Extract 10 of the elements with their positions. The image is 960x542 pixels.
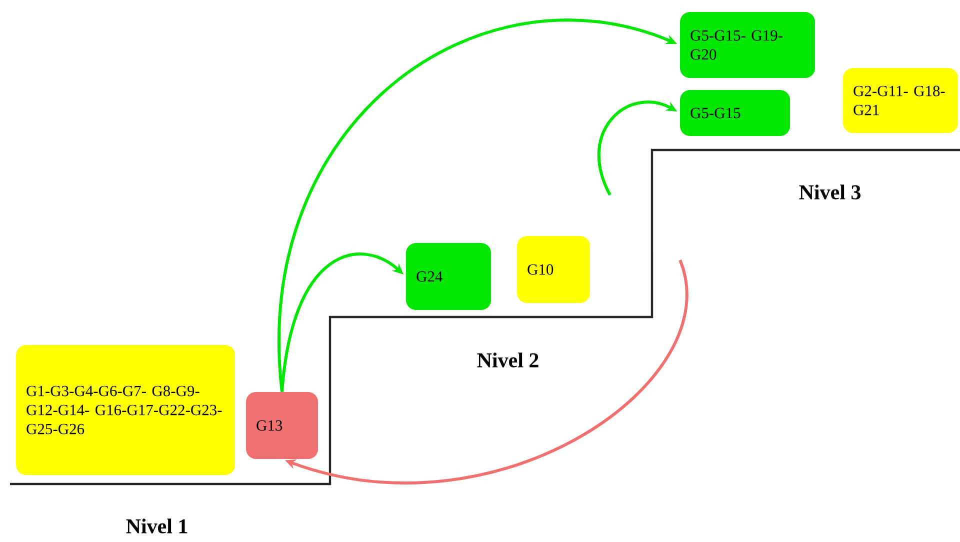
- level-label: Nivel 1: [126, 518, 188, 534]
- group-box: G2-G11- G18-G21: [843, 68, 958, 133]
- level-label: Nivel 2: [477, 352, 538, 368]
- group-box: G10: [517, 236, 590, 303]
- level-label: Nivel 3: [799, 184, 860, 200]
- group-box: G5-G15: [680, 90, 790, 136]
- group-box: G1-G3-G4-G6-G7- G8-G9-G12-G14- G16-G17-G22-G23- G25-G26: [16, 345, 235, 475]
- group-box: G5-G15- G19-G20: [680, 12, 815, 78]
- group-box: G13: [246, 392, 318, 459]
- group-box: G24: [406, 243, 491, 310]
